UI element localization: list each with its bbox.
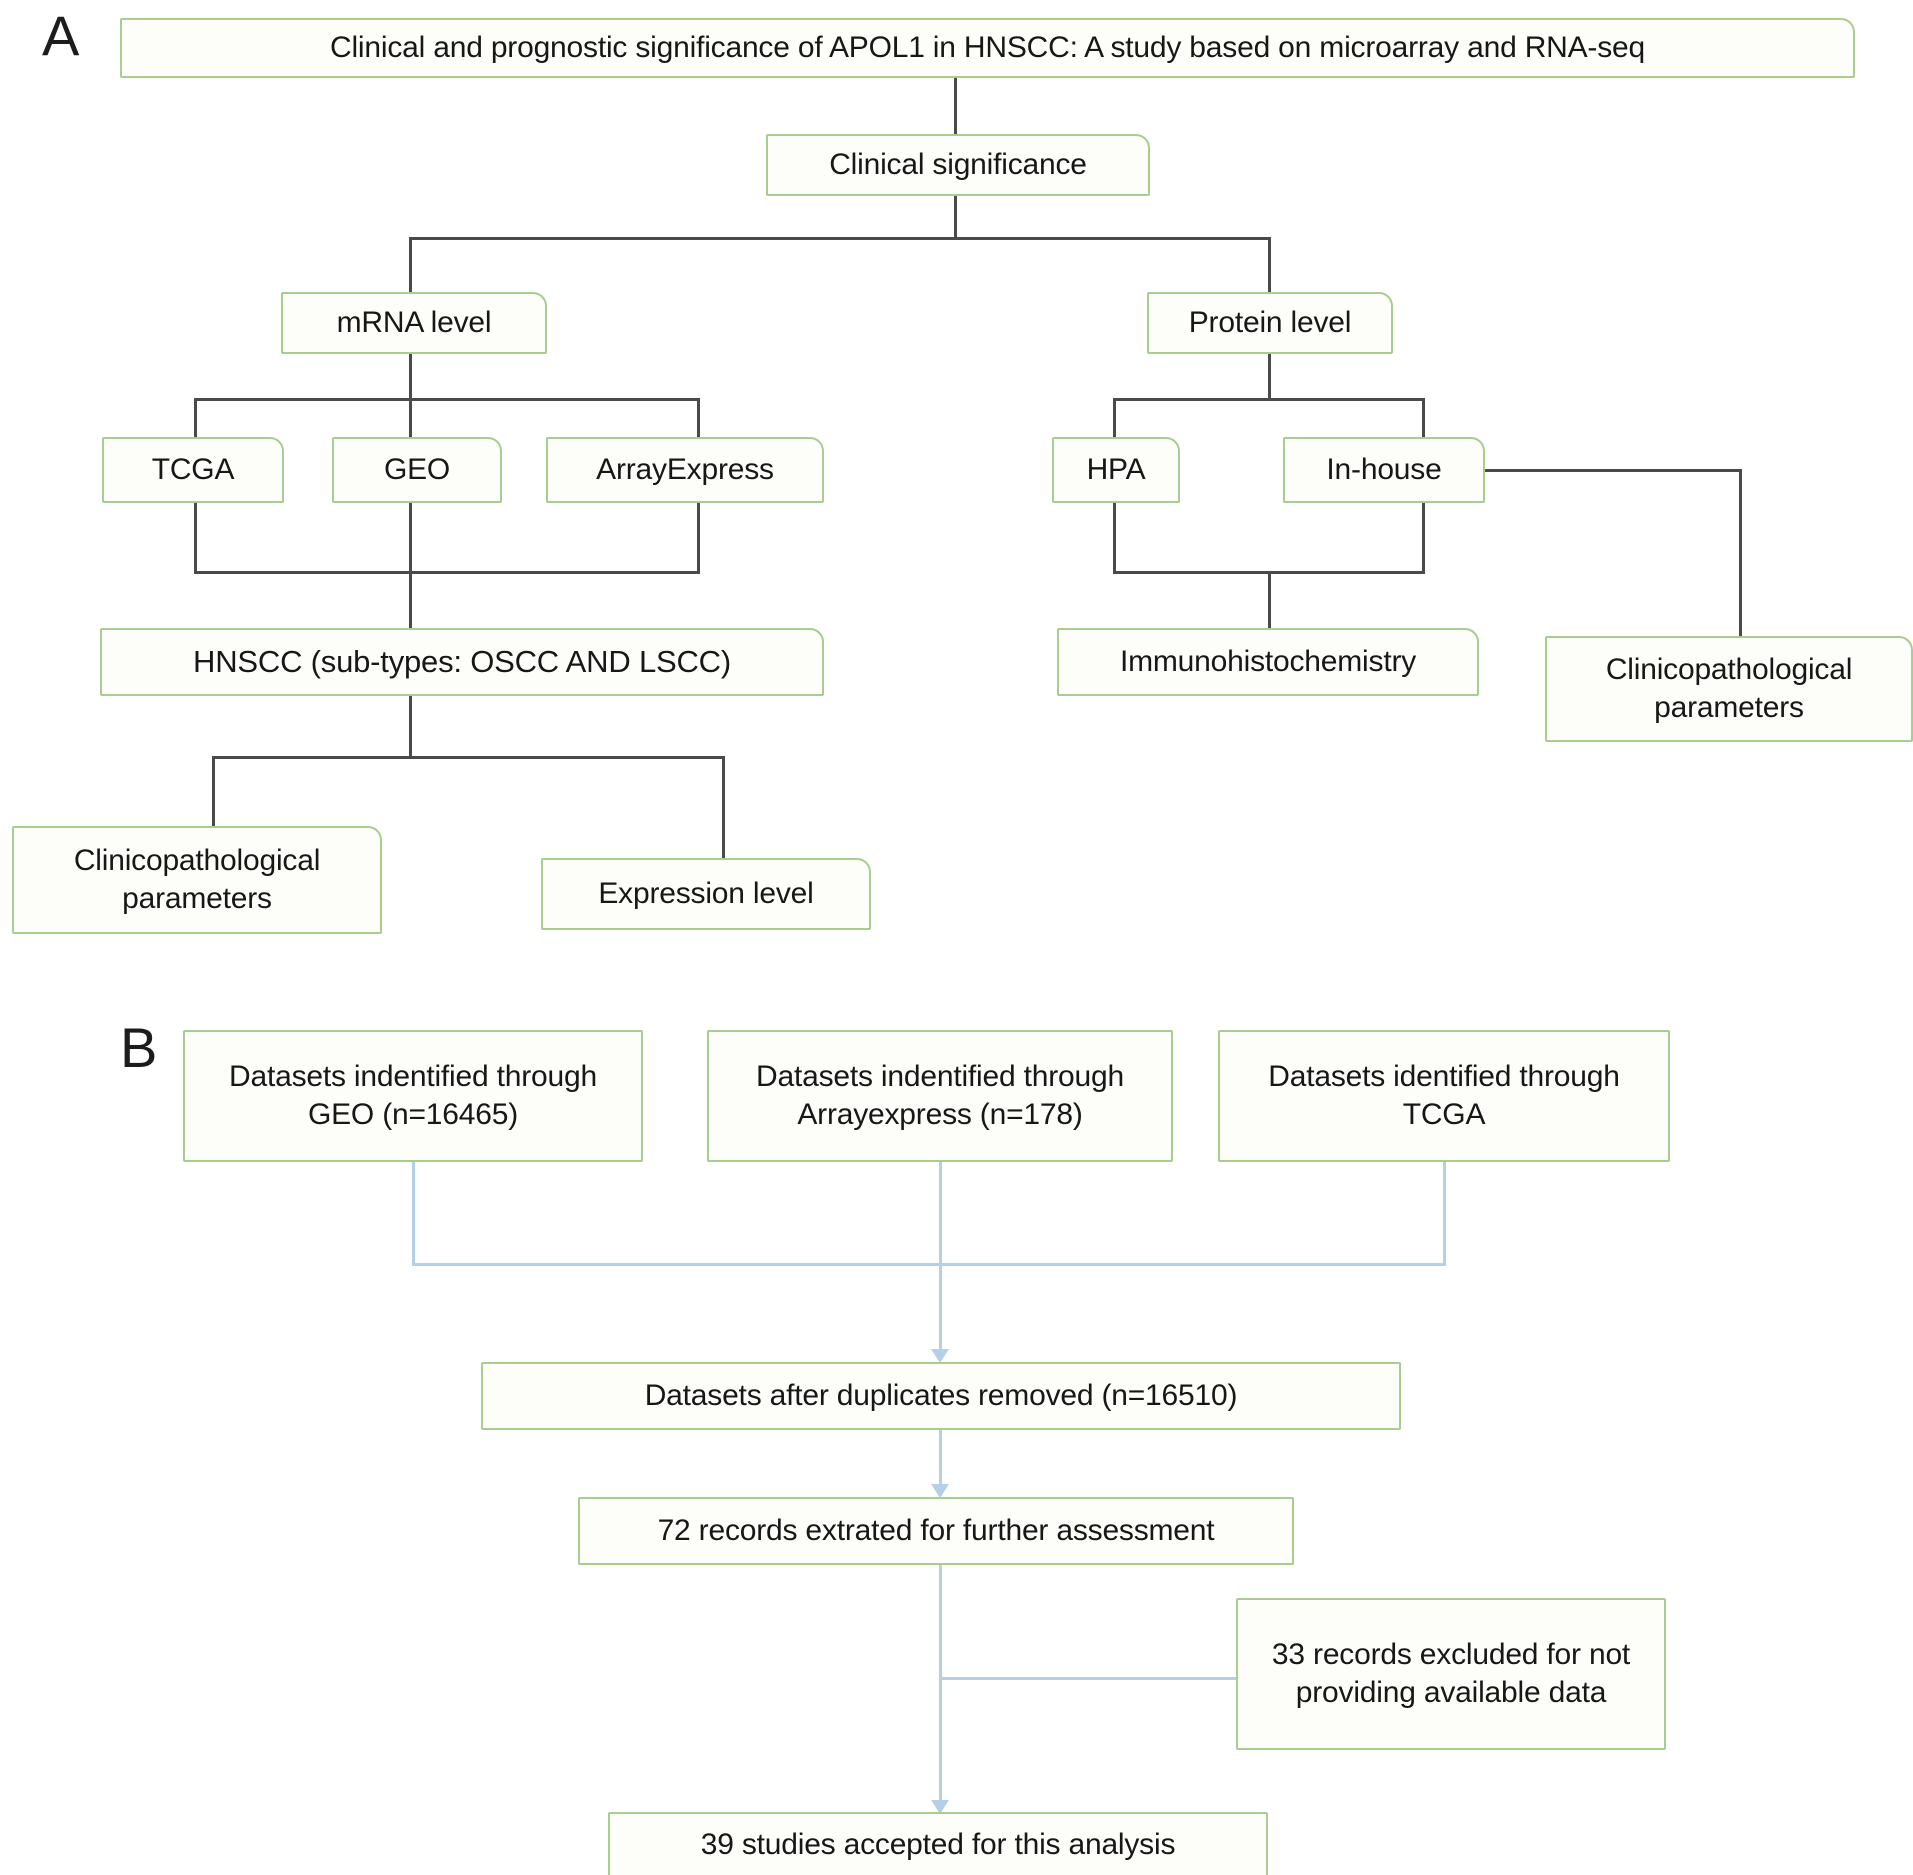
connector-bus-to-clinicopath-left <box>212 756 215 830</box>
connector-sources-bus-b <box>412 1263 1445 1266</box>
connector-tcga-down-b <box>1443 1162 1446 1266</box>
connector-bus-to-arrayexpress <box>697 398 700 437</box>
connector-bus-to-tcga <box>194 398 197 437</box>
node-geo: GEO <box>332 437 502 503</box>
connector-extracted-to-excluded <box>939 1677 1237 1680</box>
node-records-excluded: 33 records excluded for not providing av… <box>1236 1598 1666 1750</box>
node-mrna-level: mRNA level <box>281 292 547 354</box>
connector-mrna-stem <box>409 354 412 400</box>
connector-geo-down-to-hnscc <box>409 503 412 630</box>
connector-bus-to-inhouse <box>1422 398 1425 437</box>
connector-inhouse-down <box>1422 503 1425 573</box>
node-hnscc: HNSCC (sub-types: OSCC AND LSCC) <box>100 628 824 696</box>
connector-tcga-down <box>194 503 197 573</box>
node-title: Clinical and prognostic significance of … <box>120 18 1855 78</box>
connector-merge-to-ihc <box>1268 571 1271 630</box>
connector-protein-stem <box>1268 354 1271 400</box>
node-duplicates-removed: Datasets after duplicates removed (n=165… <box>481 1362 1401 1430</box>
connector-bus-to-expression <box>722 756 725 860</box>
arrowhead-to-extracted <box>931 1484 949 1498</box>
connector-duplicates-to-extracted <box>939 1430 942 1496</box>
connector-mrna-bus <box>194 398 700 401</box>
node-arrayexpress: ArrayExpress <box>546 437 824 503</box>
node-tcga: TCGA <box>102 437 284 503</box>
node-tcga-datasets: Datasets identified through TCGA <box>1218 1030 1670 1162</box>
node-immunohistochemistry: Immunohistochemistry <box>1057 628 1479 696</box>
node-clinical-significance: Clinical significance <box>766 134 1150 196</box>
connector-clinical-bus <box>409 237 1271 240</box>
connector-right-down-to-clinicopath <box>1739 469 1742 638</box>
connector-bus-to-protein <box>1268 237 1271 292</box>
node-clinicopathological-parameters-left: Clinicopathological parameters <box>12 826 382 934</box>
arrowhead-to-accepted <box>931 1800 949 1814</box>
node-clinicopathological-parameters-right: Clinicopathological parameters <box>1545 636 1913 742</box>
connector-title-to-clinical <box>954 78 957 134</box>
connector-hpa-down <box>1113 503 1116 573</box>
node-studies-accepted: 39 studies accepted for this analysis <box>608 1812 1268 1875</box>
arrowhead-to-duplicates <box>931 1349 949 1363</box>
connector-inhouse-right <box>1485 469 1742 472</box>
node-records-extracted: 72 records extrated for further assessme… <box>578 1497 1294 1565</box>
connector-bus-to-hpa <box>1113 398 1116 437</box>
node-hpa: HPA <box>1052 437 1180 503</box>
node-geo-datasets: Datasets indentified through GEO (n=1646… <box>183 1030 643 1162</box>
connector-merge-bus-mrna <box>194 571 700 574</box>
connector-hnscc-bus <box>212 756 725 759</box>
connector-geo-down-b <box>412 1162 415 1266</box>
connector-protein-bus <box>1113 398 1425 401</box>
node-protein-level: Protein level <box>1147 292 1393 354</box>
panel-letter-b: B <box>120 1016 158 1079</box>
connector-extracted-to-accepted <box>939 1565 942 1812</box>
connector-arrayexpress-down <box>697 503 700 573</box>
connector-arrayexpress-down-b <box>939 1162 942 1353</box>
connector-hnscc-stem <box>409 696 412 758</box>
connector-bus-to-geo <box>409 398 412 437</box>
node-arrayexpress-datasets: Datasets indentified through Arrayexpres… <box>707 1030 1173 1162</box>
node-expression-level: Expression level <box>541 858 871 930</box>
connector-bus-to-mrna <box>409 237 412 292</box>
panel-letter-a: A <box>42 4 80 67</box>
node-in-house: In-house <box>1283 437 1485 503</box>
connector-clinical-stem <box>954 196 957 240</box>
